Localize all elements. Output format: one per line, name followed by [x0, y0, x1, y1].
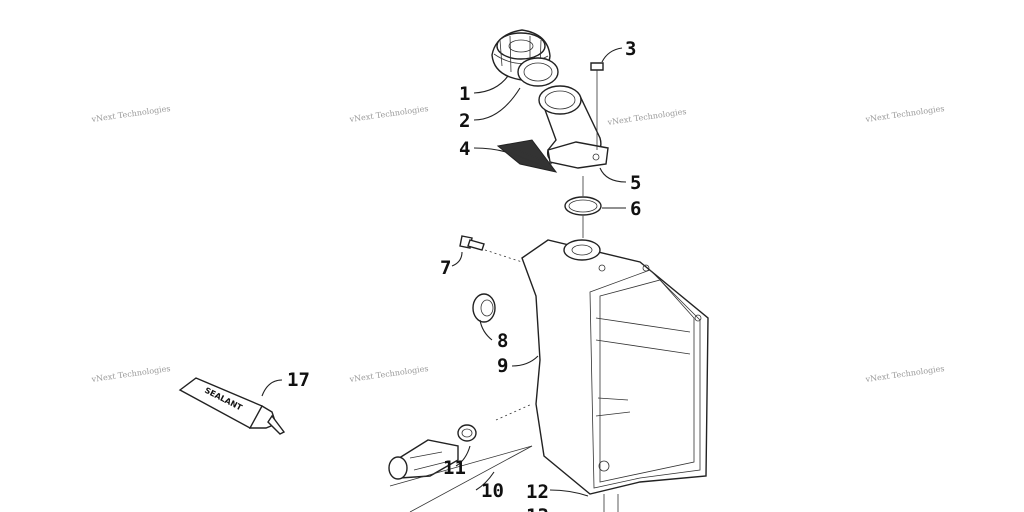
bolt-7 [459, 235, 523, 263]
watermark: vNext Technologies [606, 107, 687, 127]
tank-housing [521, 239, 709, 512]
o-ring-6 [564, 176, 602, 238]
callout-4: 4 [459, 138, 470, 160]
callout-9: 9 [497, 355, 508, 377]
callout-10: 10 [481, 480, 504, 502]
seal-8 [472, 293, 496, 323]
callout-11: 11 [443, 457, 466, 479]
filler-neck [538, 85, 609, 169]
callout-7: 7 [440, 257, 451, 279]
callout-1: 1 [459, 83, 470, 105]
watermark: vNext Technologies [348, 104, 429, 124]
watermark: vNext Technologies [90, 364, 171, 384]
callout-17: 17 [287, 369, 310, 391]
fitting-assembly [388, 403, 533, 512]
callout-8: 8 [497, 330, 508, 352]
callout-numbers: 1 2 3 4 5 6 7 8 9 10 11 12 13 17 [287, 38, 641, 512]
callout-3: 3 [625, 38, 636, 60]
callout-13: 13 [526, 505, 549, 512]
screw-3 [590, 62, 604, 150]
callout-6: 6 [630, 198, 641, 220]
leader-lines [261, 47, 627, 497]
watermark: vNext Technologies [864, 104, 945, 124]
cap-gasket [517, 57, 559, 87]
watermark: vNext Technologies [348, 364, 429, 384]
sealant-tube: SEALANT [178, 377, 286, 435]
callout-12: 12 [526, 481, 549, 503]
watermark: vNext Technologies [90, 104, 171, 124]
watermark: vNext Technologies [864, 364, 945, 384]
pad-4 [496, 139, 558, 173]
callout-2: 2 [459, 110, 470, 132]
callout-5: 5 [630, 172, 641, 194]
